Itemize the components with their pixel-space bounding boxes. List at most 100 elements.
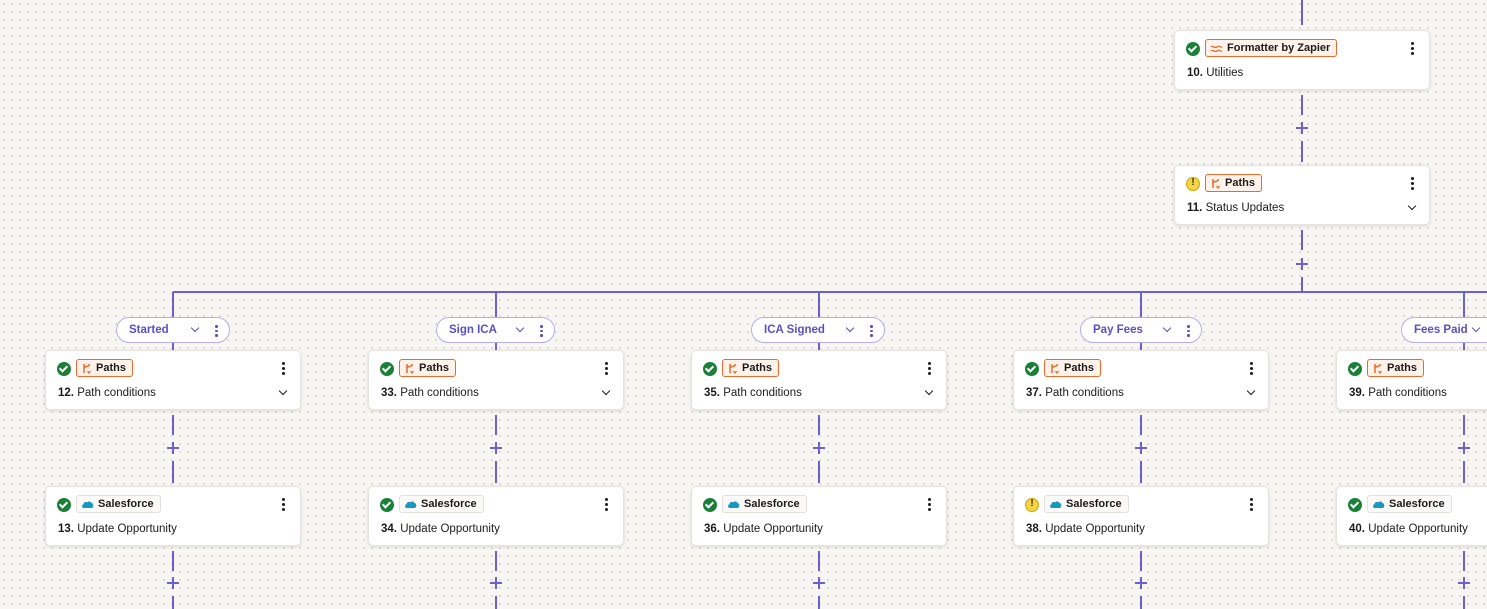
more-options-icon[interactable]: [1407, 175, 1417, 191]
chevron-down-icon[interactable]: [515, 324, 525, 334]
add-step-button[interactable]: [163, 573, 183, 593]
connector-line: [1301, 0, 1303, 25]
paths-icon: [1049, 363, 1060, 374]
add-step-button[interactable]: [1292, 118, 1312, 138]
chevron-down-icon[interactable]: [278, 388, 288, 398]
paths-icon: [404, 363, 415, 374]
add-step-button[interactable]: [809, 573, 829, 593]
app-name: Paths: [96, 362, 126, 374]
chevron-down-icon[interactable]: [1471, 324, 1481, 334]
branch-pill[interactable]: Started: [116, 317, 230, 343]
more-options-icon[interactable]: [212, 324, 220, 338]
app-name: Formatter by Zapier: [1227, 42, 1331, 54]
step-title: 40. Update Opportunity: [1349, 523, 1468, 535]
step-number: 38.: [1026, 523, 1042, 535]
add-step-button[interactable]: [1131, 438, 1151, 458]
connector-line: [495, 551, 497, 571]
connector-line: [172, 551, 174, 571]
more-options-icon[interactable]: [1184, 324, 1192, 338]
step-name: Status Updates: [1205, 202, 1285, 214]
more-options-icon[interactable]: [278, 496, 288, 512]
more-options-icon[interactable]: [867, 324, 875, 338]
step-number: 10.: [1187, 67, 1203, 79]
step-name: Path conditions: [1368, 387, 1447, 399]
more-options-icon[interactable]: [1246, 496, 1256, 512]
success-check-icon: [380, 498, 394, 512]
connector-line: [1140, 343, 1142, 350]
add-step-button[interactable]: [1454, 438, 1474, 458]
success-check-icon: [57, 362, 71, 376]
connector-line: [1463, 596, 1465, 609]
branch-pill[interactable]: Sign ICA: [436, 317, 555, 343]
more-options-icon[interactable]: [924, 496, 934, 512]
chevron-down-icon[interactable]: [1407, 203, 1417, 213]
success-check-icon: [1025, 362, 1039, 376]
step-name: Update Opportunity: [400, 523, 500, 535]
more-options-icon[interactable]: [924, 360, 934, 376]
chevron-down-icon[interactable]: [1246, 388, 1256, 398]
connector-line: [818, 292, 820, 317]
connector-line: [1463, 551, 1465, 571]
step-name: Update Opportunity: [1045, 523, 1145, 535]
paths-icon: [1210, 178, 1221, 189]
app-name: Salesforce: [1066, 498, 1122, 510]
chevron-down-icon[interactable]: [1162, 324, 1172, 334]
paths-icon: [1372, 363, 1383, 374]
branch-pill[interactable]: ICA Signed: [751, 317, 885, 343]
step-title: 38. Update Opportunity: [1026, 523, 1145, 535]
connector-line: [1301, 141, 1303, 162]
connector-line: [495, 461, 497, 483]
add-step-button[interactable]: [1454, 573, 1474, 593]
more-options-icon[interactable]: [601, 496, 611, 512]
step-name: Path conditions: [400, 387, 479, 399]
app-name: Paths: [1064, 362, 1094, 374]
add-step-button[interactable]: [1292, 254, 1312, 274]
step-name: Update Opportunity: [1368, 523, 1468, 535]
step-title: 33. Path conditions: [381, 387, 479, 399]
connector-line: [1301, 277, 1303, 292]
chevron-down-icon[interactable]: [601, 388, 611, 398]
connector-line: [1140, 292, 1142, 317]
more-options-icon[interactable]: [1246, 360, 1256, 376]
success-check-icon: [1186, 42, 1200, 56]
add-step-button[interactable]: [486, 438, 506, 458]
connector-line: [495, 292, 497, 317]
chevron-down-icon[interactable]: [845, 324, 855, 334]
app-badge: Paths: [1044, 359, 1101, 377]
add-step-button[interactable]: [1131, 573, 1151, 593]
app-badge: Formatter by Zapier: [1205, 39, 1338, 57]
add-step-button[interactable]: [486, 573, 506, 593]
chevron-down-icon[interactable]: [924, 388, 934, 398]
connector-line: [1463, 343, 1465, 350]
more-options-icon[interactable]: [537, 324, 545, 338]
step-number: 34.: [381, 523, 397, 535]
step-title: 11. Status Updates: [1187, 202, 1284, 214]
more-options-icon[interactable]: [601, 360, 611, 376]
more-options-icon[interactable]: [278, 360, 288, 376]
connector-line: [495, 596, 497, 609]
connector-line: [1301, 230, 1303, 250]
step-title: 35. Path conditions: [704, 387, 802, 399]
add-step-button[interactable]: [809, 438, 829, 458]
branch-pill[interactable]: Pay Fees: [1080, 317, 1202, 343]
step-card[interactable]: Salesforce 38. Update Opportunity: [1013, 486, 1269, 546]
branch-label: Fees Paid: [1414, 324, 1468, 336]
more-options-icon[interactable]: [1407, 40, 1417, 56]
warning-icon: [1025, 498, 1039, 512]
add-step-button[interactable]: [163, 438, 183, 458]
branch-pill[interactable]: Fees Paid: [1401, 317, 1487, 343]
step-number: 11.: [1187, 202, 1203, 214]
chevron-down-icon[interactable]: [190, 324, 200, 334]
